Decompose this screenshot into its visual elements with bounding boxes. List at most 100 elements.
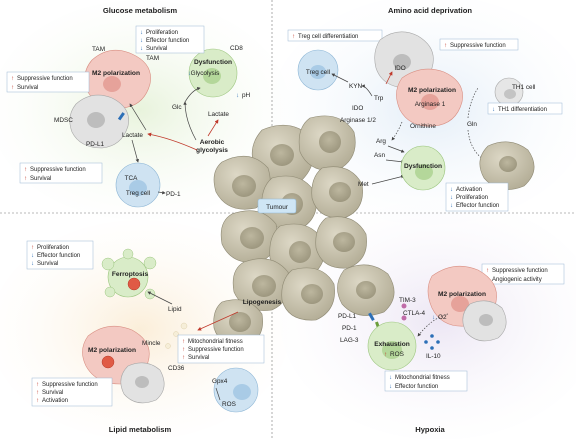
- box-item: TH1 differentiation: [498, 107, 547, 113]
- arrow-icon: ↑: [36, 398, 39, 404]
- cd8-dysfunction-label: Dysfunction: [194, 59, 232, 66]
- lactate-to-treg-arrow: [131, 139, 139, 163]
- lactate-label-1: Lactate: [122, 132, 143, 139]
- box-item: Suppressive function: [42, 382, 98, 388]
- trp-arrow: [361, 84, 373, 97]
- arrow-icon: ↑: [24, 176, 27, 182]
- ctla4-receptor-icon: [401, 315, 407, 321]
- box-item: Treg cell differentiation: [298, 34, 358, 40]
- box-item: Survival: [146, 46, 167, 52]
- box-item: Survival: [30, 176, 51, 182]
- lipid-label: Lipid: [168, 306, 182, 313]
- amino-grey-cell: [479, 141, 535, 190]
- treg-effect-box: ↑Suppressive function ↑Survival: [19, 162, 103, 184]
- lactate-to-cd8-arrow: [207, 119, 219, 137]
- tumour-cell: [298, 115, 356, 171]
- box-item: Effector function: [395, 384, 438, 390]
- box-item: Suppressive function: [450, 43, 506, 49]
- lipogenesis-arrow: [197, 311, 239, 331]
- gpx4-inhibit-line: [215, 387, 221, 401]
- arrow-icon: ↑: [36, 382, 39, 388]
- treg-cell: [115, 162, 161, 208]
- box-item: Mitochondrial fitness: [188, 339, 243, 345]
- tumour-cluster: [213, 115, 367, 347]
- tumour-label-box: [257, 198, 297, 214]
- glc-to-cd8-arrow: [184, 86, 201, 103]
- tumour-cell: [311, 166, 363, 219]
- tumour-cell: [281, 267, 335, 321]
- il10-dots: [424, 334, 440, 350]
- o2-label: O2: [438, 314, 447, 321]
- il10-label: IL-10: [426, 353, 441, 360]
- pd1-arrow: [157, 190, 166, 195]
- ph-down-icon: ↓: [236, 92, 239, 99]
- tumour-cell: [213, 299, 263, 347]
- box-item: Suppressive function: [17, 76, 73, 82]
- tim3-receptor-icon: [401, 303, 407, 309]
- glucose-pd1-label: PD-1: [166, 191, 181, 198]
- box-item: Activation: [42, 398, 68, 404]
- exhaustion-label: Exhaustion: [374, 341, 410, 348]
- arrow-icon: ↓: [492, 107, 495, 113]
- hypoxia-pdl1-label: PD-L1: [338, 313, 357, 320]
- arrow-icon: ↓: [389, 384, 392, 390]
- ornithine-label: Ornithine: [410, 123, 436, 130]
- arrow-icon: ↓: [389, 375, 392, 381]
- title-lipid: Lipid metabolism: [109, 425, 172, 434]
- arrow-icon: ↓: [450, 203, 453, 209]
- box-item: Effector function: [37, 253, 80, 259]
- box-item: Effector function: [456, 203, 499, 209]
- cd8-glycolysis-down-icon: ↓: [188, 70, 191, 77]
- box-item: Survival: [188, 355, 209, 361]
- arrow-icon: ↑: [292, 34, 295, 40]
- ido-arrow: [385, 71, 393, 85]
- title-amino: Amino acid deprivation: [388, 6, 472, 15]
- box-item: Suppressive function: [188, 347, 244, 353]
- amino-supp-box: ↑Suppressive function: [439, 38, 519, 51]
- arrow-icon: ↑: [36, 390, 39, 396]
- amino-treg-label: Treg cell: [306, 69, 330, 76]
- ros-up-icon: ↑: [384, 351, 387, 358]
- box-item: Proliferation: [146, 30, 178, 36]
- ferroptosis-burst-icon: [127, 277, 141, 291]
- amino-dysfunction-box: ↓Activation ↓Proliferation ↓Effector fun…: [445, 182, 509, 212]
- mdsc-label: MDSC: [54, 117, 73, 124]
- amino-m2-label: M2 polarization: [408, 87, 456, 94]
- lipogenesis-label: Lipogenesis: [243, 299, 282, 306]
- lipid-ros-label: ROS: [222, 401, 236, 408]
- glucose-tam-label-1: TAM: [92, 46, 105, 53]
- arrow-icon: ↑: [486, 268, 489, 274]
- kyn-arrow: [331, 73, 349, 83]
- glucose-m2-label: M2 polarization: [92, 70, 140, 77]
- ido-label-2: IDO: [352, 105, 363, 112]
- hypoxia-pd1-label: PD-1: [342, 325, 357, 332]
- arrow-icon: ↑: [444, 43, 447, 49]
- title-hypoxia: Hypoxia: [415, 425, 445, 434]
- arrow-icon: ↓: [31, 261, 34, 267]
- cd36-label: CD36: [168, 365, 185, 372]
- arrow-icon: ↑: [11, 85, 14, 91]
- arg-arrow: [387, 145, 405, 153]
- kyn-label: KYN: [349, 83, 363, 90]
- gpx4-label: Gpx4: [212, 378, 228, 385]
- lipid-grey-cell: [120, 362, 165, 404]
- tam-effect-box: ↑Suppressive function ↑Survival: [6, 71, 90, 93]
- box-item: Mitochondrial fitness: [395, 375, 450, 381]
- ctla4-label: CTLA-4: [403, 310, 425, 317]
- arrow-icon: ↓: [450, 195, 453, 201]
- lipid-treg-box: ↑Mitochondrial fitness ↑Suppressive func…: [177, 334, 265, 364]
- glucose-receptor-icon: [117, 112, 125, 121]
- lactate-label-2: Lactate: [208, 111, 229, 118]
- o2-down-icon: ↓: [432, 314, 435, 321]
- mincle-label: Mincle: [142, 340, 161, 347]
- arrow-icon: ↑: [182, 339, 185, 345]
- ferroptosis-label: Ferroptosis: [112, 271, 149, 278]
- trp-label: Trp: [374, 95, 384, 102]
- lipid-arrow: [147, 291, 173, 305]
- lipid-effect-box: ↑Proliferation ↓Effector function ↓Survi…: [26, 240, 94, 270]
- title-glucose: Glucose metabolism: [103, 6, 178, 15]
- box-item: Proliferation: [37, 245, 69, 251]
- box-item: Effector function: [146, 38, 189, 44]
- lipid-treg-cell: [213, 367, 259, 413]
